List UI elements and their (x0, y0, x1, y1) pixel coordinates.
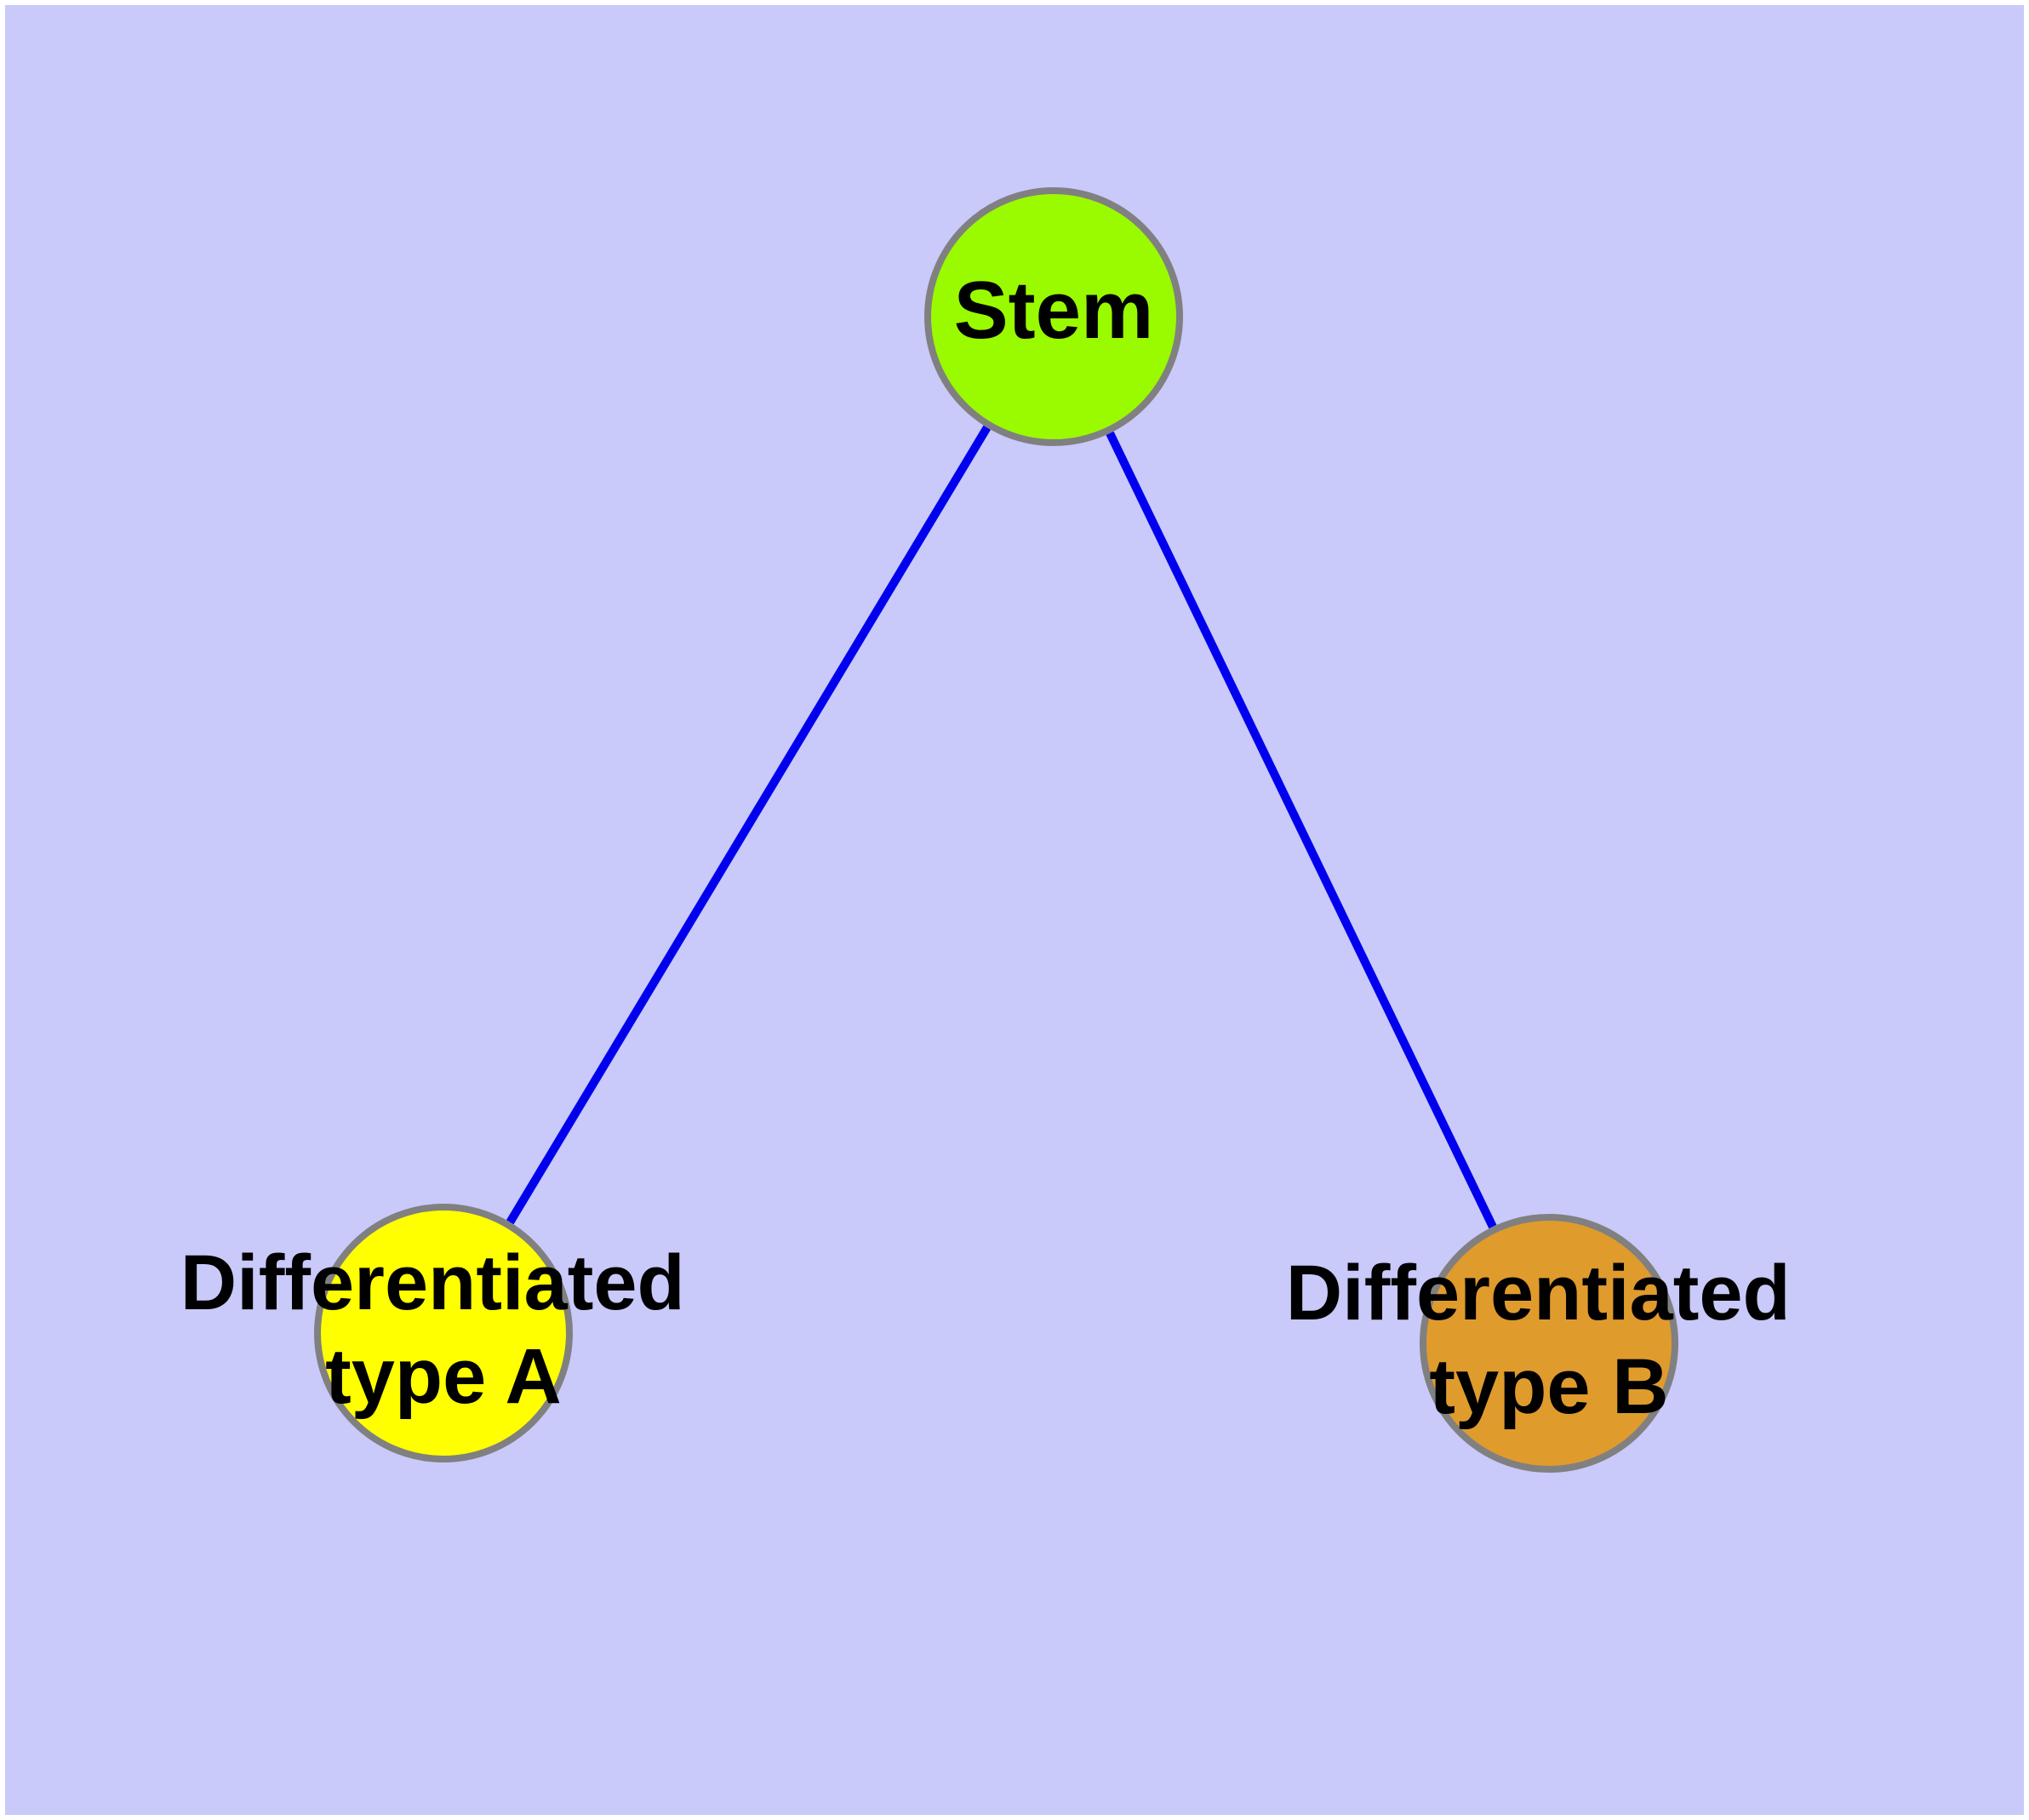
nodes-layer (314, 187, 1678, 1473)
node-differentiated-type-b-circle[interactable] (1420, 1214, 1678, 1473)
node-differentiated-type-a-circle[interactable] (314, 1204, 573, 1462)
node-differentiated-type-b-label-line-1: Differentiated (1286, 1250, 1791, 1336)
node-differentiated-type-a-label-line-2: type A (325, 1333, 562, 1420)
node-differentiated-type-b[interactable] (1420, 1214, 1678, 1473)
node-stem-label-line-1: Stem (954, 265, 1154, 356)
node-stem-label: Stem (954, 265, 1154, 356)
node-stem[interactable] (924, 187, 1183, 446)
node-differentiated-type-a-label-line-1: Differentiated (180, 1239, 685, 1326)
node-differentiated-type-a[interactable] (314, 1204, 573, 1462)
edge-stem-to-differentiated-type-a (506, 425, 992, 1225)
labels-layer: Stem Differentiated type A Differentiate… (180, 265, 1813, 1430)
node-differentiated-type-b-label: Differentiated type B (1286, 1250, 1813, 1430)
node-differentiated-type-a-label: Differentiated type A (180, 1239, 707, 1420)
node-differentiated-type-b-label-line-2: type B (1429, 1343, 1668, 1430)
edges-layer (506, 425, 1497, 1229)
node-stem-circle[interactable] (924, 187, 1183, 446)
edge-stem-to-differentiated-type-b (1106, 431, 1497, 1229)
